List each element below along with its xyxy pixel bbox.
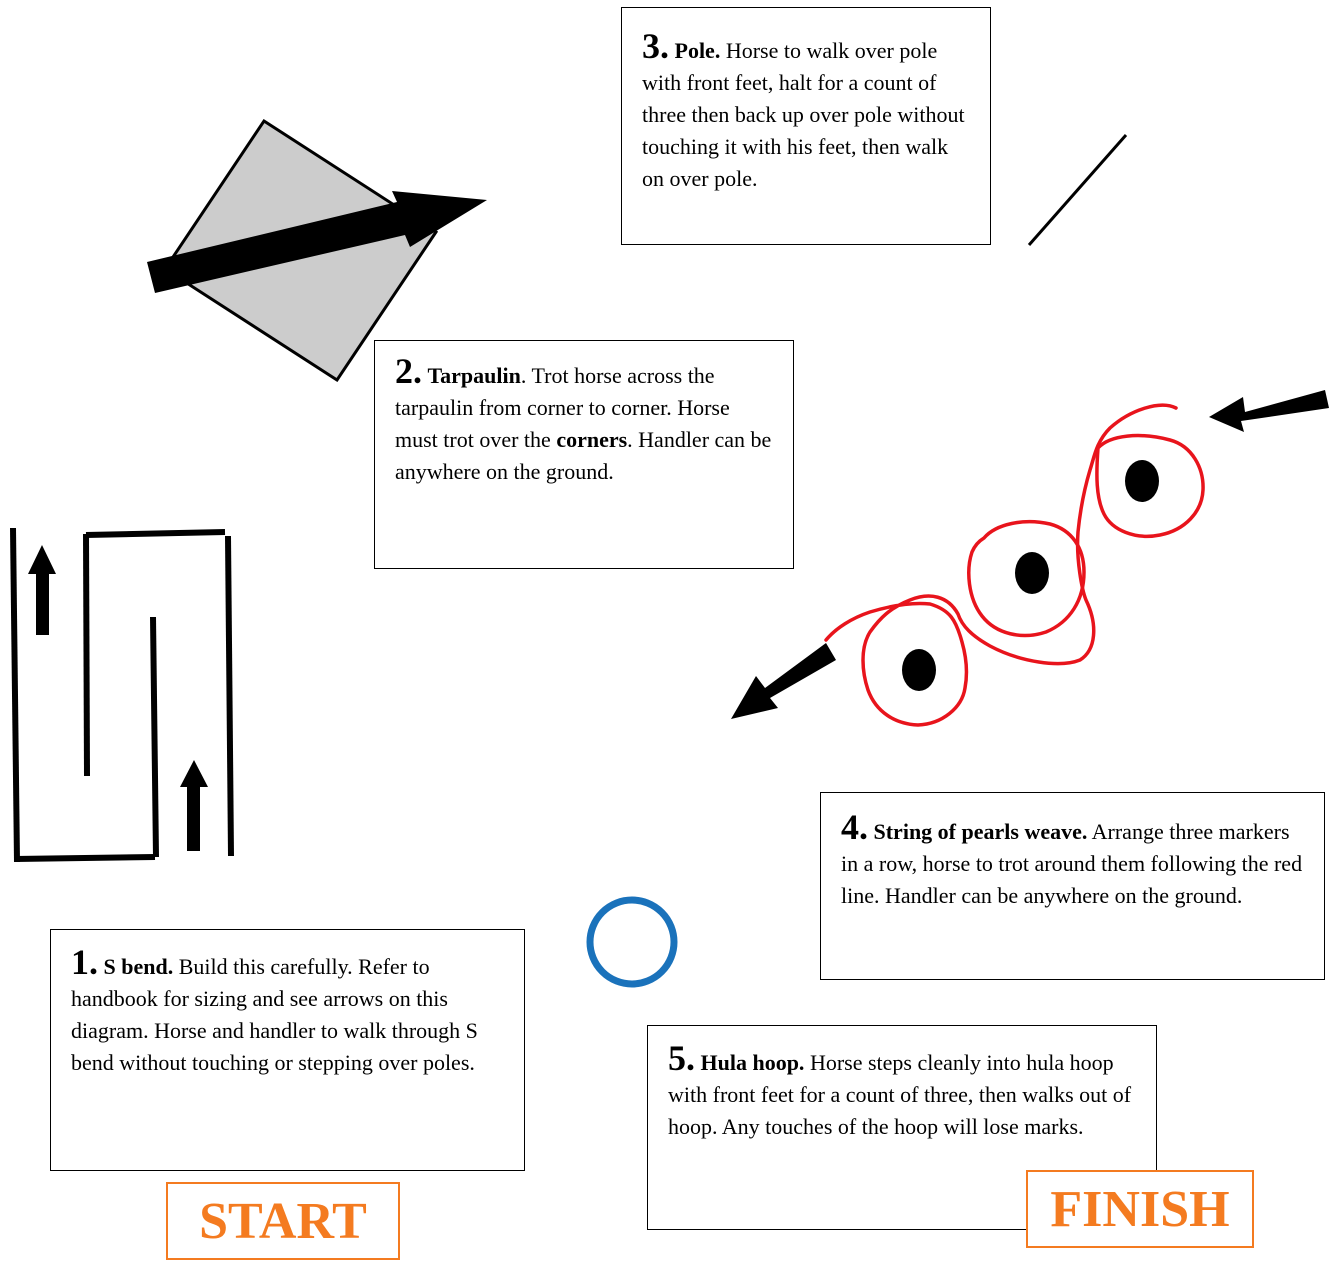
station-text: Build this carefully. Refer to handbook … xyxy=(71,954,478,1075)
station-title: Hula hoop. xyxy=(700,1050,805,1075)
station-text-emphasis: corners xyxy=(556,427,628,452)
arrow-up-icon xyxy=(28,545,56,635)
weave-obstacle xyxy=(731,390,1329,727)
weave-red-line xyxy=(824,403,1178,727)
station-title: Pole. xyxy=(674,38,721,63)
tarpaulin-direction-arrow xyxy=(147,191,487,293)
weave-loop xyxy=(1095,433,1205,538)
station-4-description: 4. String of pearls weave. Arrange three… xyxy=(820,792,1325,980)
weave-exit-arrow xyxy=(731,643,836,719)
s-bend-pole xyxy=(150,616,159,858)
station-number: 1. xyxy=(71,942,98,982)
station-number: 2. xyxy=(395,351,422,391)
start-label: START xyxy=(166,1182,400,1260)
s-bend-pole xyxy=(14,854,156,862)
pole-obstacle xyxy=(1027,134,1128,246)
s-bend-arrows xyxy=(28,545,208,851)
weave-entry-arrow xyxy=(1209,390,1329,432)
s-bend-pole xyxy=(225,535,234,857)
station-1-description: 1. S bend. Build this carefully. Refer t… xyxy=(50,929,525,1171)
s-bend-obstacle xyxy=(10,527,234,863)
station-title: S bend. xyxy=(103,954,174,979)
weave-marker xyxy=(1015,552,1049,594)
station-text: . Trot horse across the tarpaulin from c… xyxy=(395,363,730,452)
s-bend-pole xyxy=(85,529,226,538)
arrow-up-icon xyxy=(180,760,208,851)
weave-marker xyxy=(1125,460,1159,502)
station-title: Tarpaulin xyxy=(427,363,521,388)
station-number: 5. xyxy=(668,1038,695,1078)
station-text: . Handler can be anywhere on the ground. xyxy=(395,427,772,484)
station-number: 3. xyxy=(642,26,669,66)
weave-loop xyxy=(967,519,1086,638)
weave-marker xyxy=(902,649,936,691)
station-text: Arrange three markers in a row, horse to… xyxy=(841,819,1303,908)
s-bend-pole xyxy=(83,533,90,777)
s-bend-pole xyxy=(10,527,20,863)
station-text: Horse steps cleanly into hula hoop with … xyxy=(668,1050,1132,1139)
finish-label: FINISH xyxy=(1026,1170,1254,1248)
hula-hoop-obstacle xyxy=(586,896,678,988)
tarpaulin-obstacle xyxy=(147,118,487,383)
station-number: 4. xyxy=(841,807,868,847)
station-title: String of pearls weave. xyxy=(873,819,1088,844)
station-text: Horse to walk over pole with front feet,… xyxy=(642,38,965,191)
station-3-description: 3. Pole. Horse to walk over pole with fr… xyxy=(621,7,991,245)
station-2-description: 2. Tarpaulin. Trot horse across the tarp… xyxy=(374,340,794,569)
